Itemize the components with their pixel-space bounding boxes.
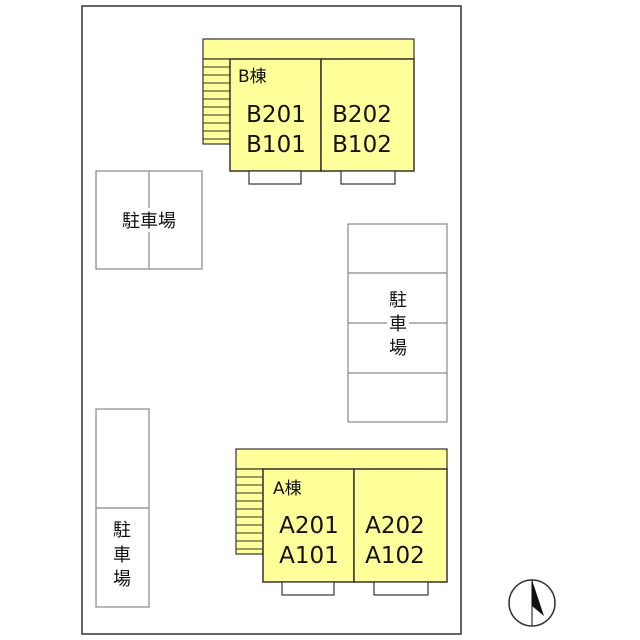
building-a-unit-2[interactable] [353, 468, 448, 583]
parking-left-bottom-char-2: 車 [113, 545, 131, 566]
building-b-label: B棟 [238, 67, 267, 87]
building-b-balcony-2 [340, 170, 396, 185]
unit-a101-label: A101 [279, 543, 339, 569]
unit-b102-label: B102 [332, 132, 392, 158]
north-arrow-icon [508, 579, 556, 627]
parking-left-bottom: 駐 車 場 [95, 408, 150, 608]
building-b-corridor [202, 38, 415, 60]
building-a-unit-1[interactable] [262, 468, 355, 583]
unit-b202-label: B202 [332, 102, 392, 128]
building-b-stairs [202, 58, 231, 145]
unit-b101-label: B101 [246, 132, 306, 158]
building-b-stair-steps [203, 66, 230, 140]
parking-left-bottom-char-3: 場 [113, 569, 131, 590]
building-a-corridor [235, 448, 448, 470]
parking-right-char-3: 場 [389, 338, 407, 359]
parking-left-top: 駐車場 [95, 170, 203, 270]
building-b-balcony-1 [248, 170, 302, 185]
unit-a102-label: A102 [365, 543, 425, 569]
building-b: B棟 B201 B101 B202 B102 [202, 38, 415, 185]
unit-a202-label: A202 [365, 513, 425, 539]
parking-left-top-label: 駐車場 [122, 211, 176, 232]
building-a-balcony-1 [281, 581, 335, 596]
building-a-label: A棟 [273, 479, 302, 499]
parking-right: 駐 車 場 [347, 223, 448, 423]
parking-left-bottom-char-1: 駐 [113, 520, 131, 541]
building-a-stair-steps [236, 476, 263, 550]
unit-b201-label: B201 [246, 102, 306, 128]
building-a-balcony-2 [373, 581, 429, 596]
building-b-unit-2[interactable] [320, 58, 415, 172]
parking-right-char-2: 車 [389, 314, 407, 335]
parking-right-char-1: 駐 [389, 290, 407, 311]
unit-a201-label: A201 [279, 513, 339, 539]
building-a: A棟 A201 A101 A202 A102 [235, 448, 448, 596]
